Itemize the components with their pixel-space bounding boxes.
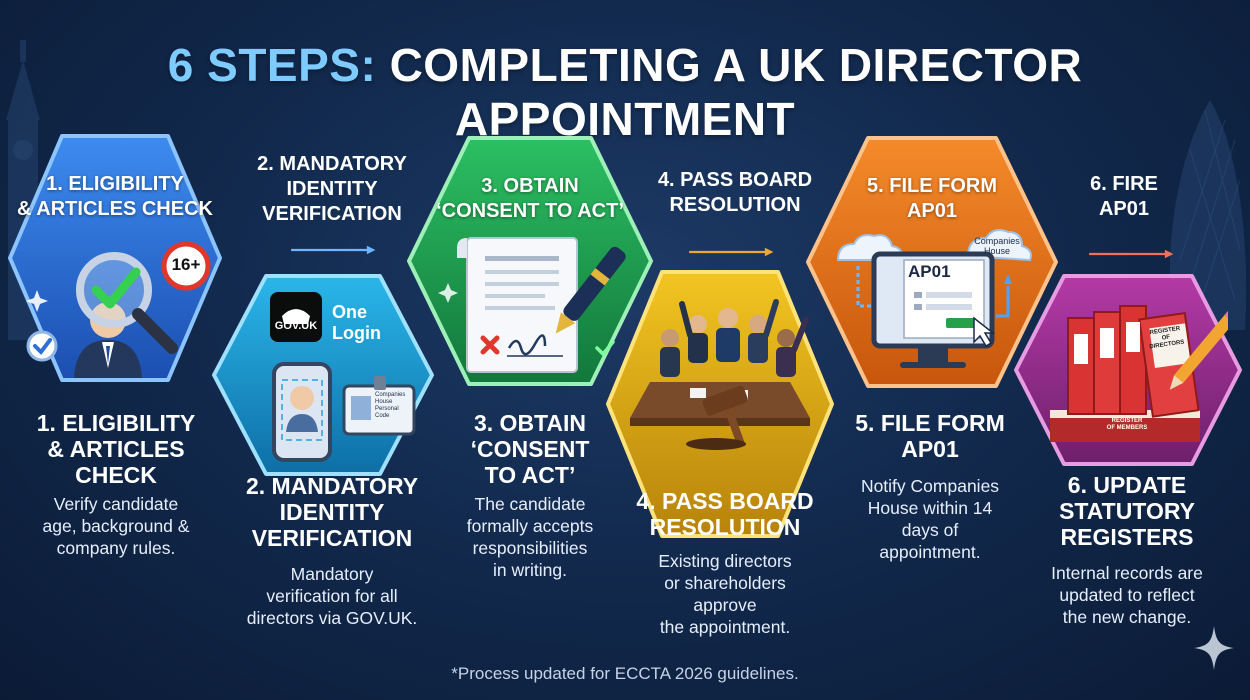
- signed-document-pen-icon: [438, 237, 626, 373]
- step6-hexagon: REGISTER OF DIRECTORS REGISTER OF MEMBER…: [1012, 272, 1244, 468]
- id-card-text: Companies House Personal Code: [375, 392, 406, 419]
- companies-house-text: Companies House: [974, 236, 1020, 256]
- step4-flow-label: 4. PASS BOARD RESOLUTION: [657, 169, 813, 216]
- step5-caption-title: 5. FILE FORM AP01: [855, 410, 1005, 462]
- step1-caption-desc: Verify candidate age, background & compa…: [42, 494, 190, 558]
- step5-hex-title: 5. FILE FORM AP01: [867, 175, 997, 222]
- step5-caption-desc: Notify Companies House within 14 days of…: [860, 476, 1000, 562]
- sparkle-icon: [1194, 626, 1234, 670]
- one-login-text: One Login: [332, 302, 381, 343]
- step2-hexagon: GOV.UK One Login Companies House Persona…: [210, 272, 436, 478]
- step1-hexagon: 1. ELIGIBILITY & ARTICLES CHECK 16+: [6, 132, 224, 384]
- footnote: *Process updated for ECCTA 2026 guidelin…: [451, 664, 799, 683]
- step5-hexagon: 5. FILE FORM AP01 AP01 Companies House: [804, 134, 1060, 390]
- step4-caption-desc: Existing directors or shareholders appro…: [658, 551, 792, 637]
- title-highlight: 6 STEPS:: [167, 39, 377, 91]
- page-title: 6 STEPS: COMPLETING A UK DIRECTOR APPOIN…: [0, 38, 1250, 146]
- age-badge-text: 16+: [171, 255, 201, 274]
- step4-arrow: [689, 247, 774, 257]
- shareholders-label: REGISTER OF MEMBERS: [1106, 418, 1148, 431]
- step2-caption-title: 2. MANDATORY IDENTITY VERIFICATION: [245, 473, 419, 551]
- step4-hexagon: [604, 268, 836, 540]
- laptop-form-icon: [836, 229, 1032, 368]
- register-binders-icon: [1050, 305, 1228, 442]
- step4-caption-title: 4. PASS BOARD RESOLUTION: [636, 488, 814, 540]
- step2-caption-desc: Mandatory verification for all directors…: [246, 564, 418, 628]
- step2-flow-label: 2. MANDATORY IDENTITY VERIFICATION: [257, 153, 407, 225]
- step3-caption-title: 3. OBTAIN ‘CONSENT TO ACT’: [470, 410, 590, 488]
- step6-flow-label: 6. FIRE AP01: [1090, 173, 1158, 220]
- passport-phone-icon: [270, 292, 416, 462]
- step3-caption-desc: The candidate formally accepts responsib…: [466, 494, 594, 580]
- govuk-text: GOV.UK: [274, 320, 318, 332]
- title-main: COMPLETING A UK DIRECTOR APPOINTMENT: [389, 39, 1083, 145]
- form-label: AP01: [908, 262, 951, 281]
- step6-arrow: [1089, 249, 1174, 259]
- step6-caption-title: 6. UPDATE STATUTORY REGISTERS: [1059, 472, 1195, 550]
- step3-hex-title: 3. OBTAIN ‘CONSENT TO ACT’: [436, 175, 624, 222]
- step6-caption-desc: Internal records are updated to reflect …: [1051, 563, 1203, 627]
- step3-hexagon: 3. OBTAIN ‘CONSENT TO ACT’: [405, 134, 655, 388]
- magnifier-check-icon: [26, 241, 211, 378]
- step1-caption-title: 1. ELIGIBILITY & ARTICLES CHECK: [36, 410, 196, 488]
- step2-arrow: [291, 245, 376, 255]
- step1-hex-title: 1. ELIGIBILITY & ARTICLES CHECK: [17, 173, 213, 220]
- board-meeting-gavel-icon: [630, 299, 810, 450]
